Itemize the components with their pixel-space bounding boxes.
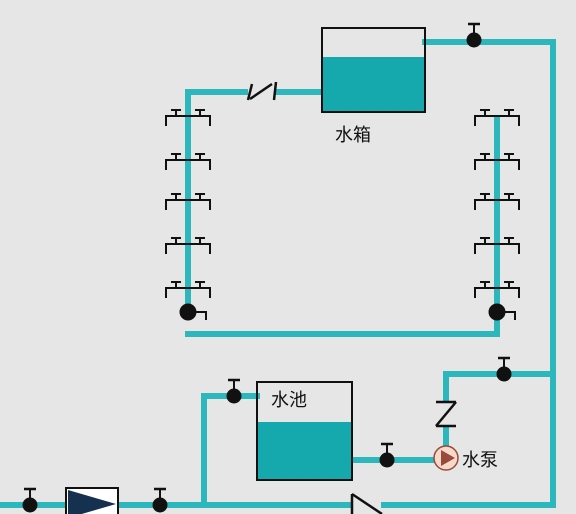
upper-bottom-pipe xyxy=(185,115,500,337)
check-valve-upper xyxy=(246,81,278,101)
gate-valves xyxy=(22,22,512,513)
water-tap xyxy=(188,237,211,254)
water-tap xyxy=(165,109,188,126)
water-tap xyxy=(497,153,520,170)
pool-inlet-pipe xyxy=(201,393,260,508)
roof-tank-label: 水箱 xyxy=(335,125,371,146)
booster-pump xyxy=(65,487,119,514)
check-valve-bottom xyxy=(350,492,383,514)
water-tap xyxy=(165,153,188,170)
water-tap xyxy=(188,193,211,210)
water-tap xyxy=(497,281,520,298)
gate-valve xyxy=(379,442,395,468)
storage-pool xyxy=(256,381,353,481)
roof-tank-outline xyxy=(321,27,426,113)
water-taps xyxy=(165,109,520,321)
roof-tank-water xyxy=(323,57,424,111)
water-tap xyxy=(497,237,520,254)
water-tap xyxy=(474,193,497,210)
gate-valve xyxy=(466,22,482,48)
water-tap xyxy=(497,109,520,126)
pool-label: 水池 xyxy=(271,390,307,411)
water-tap xyxy=(474,153,497,170)
water-tap xyxy=(497,193,520,210)
water-tap xyxy=(188,281,211,298)
water-tap xyxy=(165,281,188,298)
water-tap xyxy=(165,237,188,254)
water-tap xyxy=(474,237,497,254)
booster-arrow xyxy=(68,490,116,514)
riser-base-valve xyxy=(488,303,516,321)
water-pump xyxy=(433,445,459,471)
upper-left-riser-pipe xyxy=(185,89,248,317)
water-tap xyxy=(188,109,211,126)
pool-outline xyxy=(256,381,353,481)
gate-valve xyxy=(22,487,38,513)
gate-valve xyxy=(152,487,168,513)
check-valve-pump xyxy=(435,400,457,428)
water-tap xyxy=(474,281,497,298)
pump-label: 水泵 xyxy=(462,450,498,471)
water-tap xyxy=(165,193,188,210)
riser-base-valve xyxy=(179,303,207,321)
pump-arrow xyxy=(441,450,455,466)
water-tap xyxy=(474,109,497,126)
gate-valve xyxy=(226,378,242,404)
roof-water-tank xyxy=(321,27,426,113)
gate-valve xyxy=(496,356,512,382)
pool-water xyxy=(258,422,351,479)
water-tap xyxy=(188,153,211,170)
pump-branch-pipe xyxy=(443,371,556,403)
